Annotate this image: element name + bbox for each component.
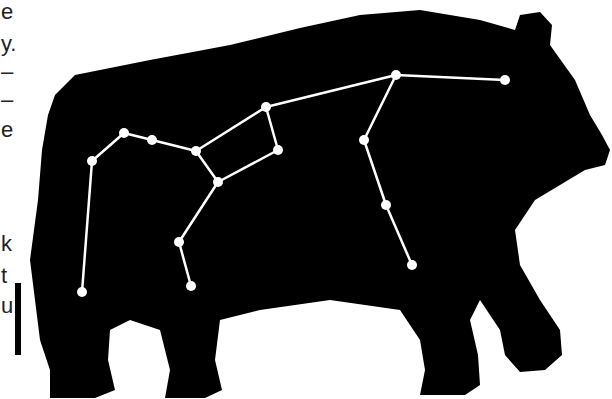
- text-fragment: t: [1, 264, 7, 288]
- bear-silhouette: [30, 10, 610, 398]
- edge-strip: [15, 283, 21, 355]
- text-fragment: e: [1, 0, 13, 24]
- text-fragment: –: [1, 88, 13, 112]
- text-fragment: y.: [1, 32, 16, 56]
- text-fragment: e: [1, 118, 13, 142]
- text-fragment: –: [1, 60, 13, 84]
- text-fragment: u: [1, 294, 13, 318]
- constellation-stars: [77, 70, 510, 297]
- constellation-lines: [82, 75, 505, 292]
- text-fragment: k: [1, 232, 12, 256]
